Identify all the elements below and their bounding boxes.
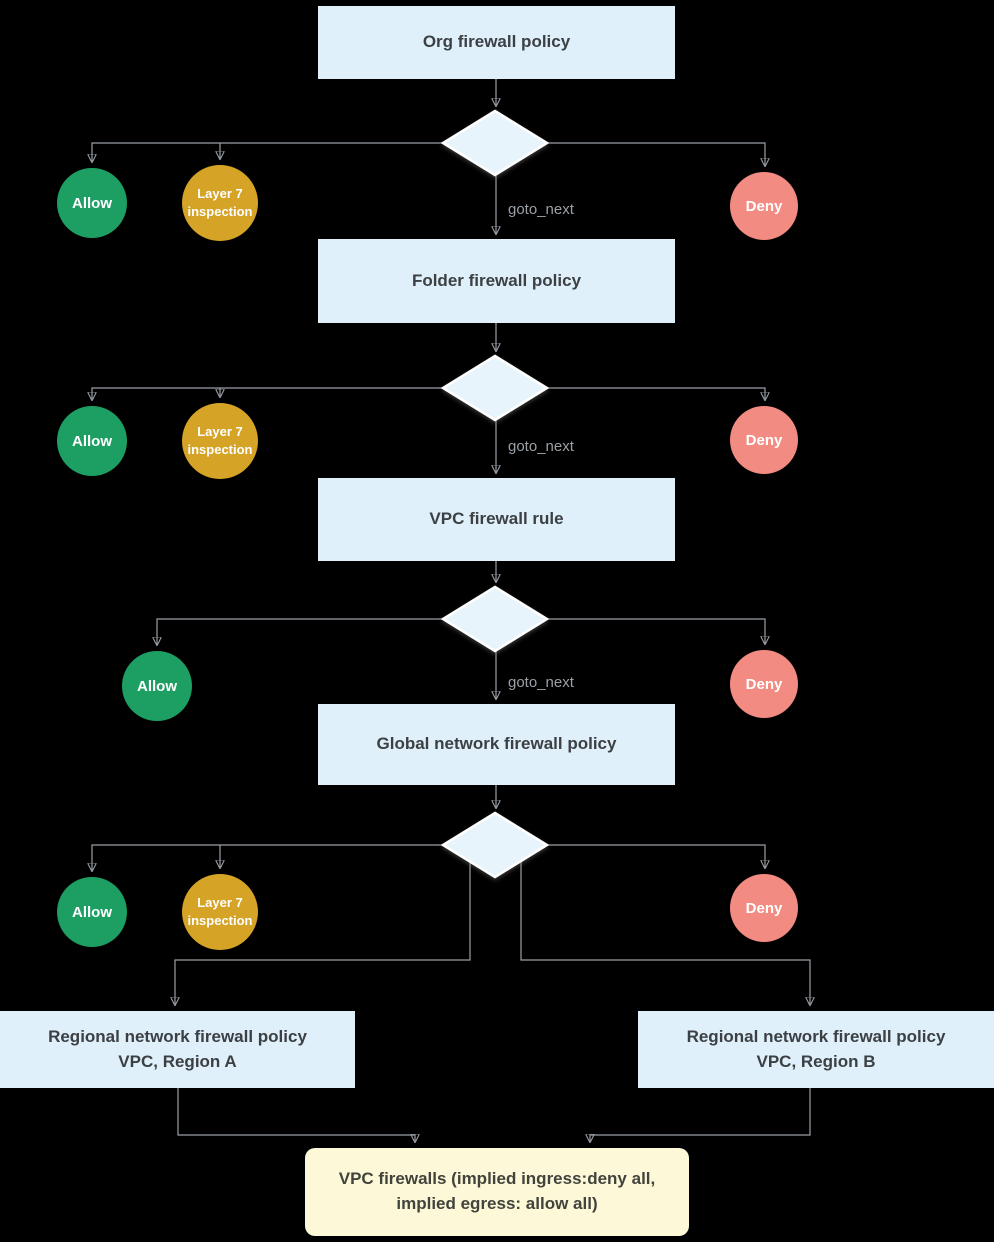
deny-badge: Deny [730,650,798,718]
node-regional-firewall-policy-a: Regional network firewall policy VPC, Re… [0,1011,355,1088]
allow-label: Allow [137,677,177,695]
allow-badge: Allow [57,877,127,947]
deny-badge: Deny [730,874,798,942]
connector [547,844,765,867]
deny-badge: Deny [730,406,798,474]
node-label-line2: implied egress: allow all) [396,1194,598,1213]
node-vpc-firewall-rule: VPC firewall rule [318,478,675,561]
goto-next-label: goto_next [508,438,574,455]
deny-label: Deny [745,197,783,215]
node-label: Global network firewall policy [376,734,617,754]
node-label: Org firewall policy [422,32,571,52]
node-regional-firewall-policy-b: Regional network firewall policy VPC, Re… [638,1011,994,1088]
layer7-inspection-badge: Layer 7 inspection [182,165,258,241]
deny-label: Deny [745,899,783,917]
deny-label: Deny [745,675,783,693]
allow-badge: Allow [57,406,127,476]
layer7-inspection-badge: Layer 7 inspection [182,403,258,479]
decision-diamond-global [440,811,550,879]
decision-diamond-folder [440,354,550,422]
connector [590,1088,811,1141]
node-label: Folder firewall policy [411,270,582,290]
node-label-line2: VPC, Region B [756,1051,876,1071]
node-label-line2: VPC, Region A [118,1051,237,1071]
goto-next-label: goto_next [508,201,574,218]
node-global-network-firewall-policy: Global network firewall policy [318,704,675,785]
node-org-firewall-policy: Org firewall policy [318,6,675,79]
layer7-label-line2: inspection [187,442,253,457]
layer7-label-line1: Layer 7 [197,186,243,202]
layer7-label-line2: inspection [187,913,253,928]
connector [520,861,810,1004]
node-label-line1: Regional network firewall policy [686,1026,946,1046]
layer7-label-line1: Layer 7 [197,895,243,911]
connector [92,142,443,161]
connector [547,142,765,165]
decision-diamond-vpc-rule [440,585,550,653]
connector [92,387,443,399]
goto-next-label: goto_next [508,674,574,691]
node-label-line1: VPC firewalls (implied ingress:deny all, [338,1169,656,1189]
layer7-label-line1: Layer 7 [197,424,243,440]
connector [157,618,443,644]
connector [175,861,471,1004]
allow-label: Allow [72,432,112,450]
node-vpc-firewalls-implied: VPC firewalls (implied ingress:deny all,… [305,1148,689,1236]
deny-label: Deny [745,431,783,449]
node-folder-firewall-policy: Folder firewall policy [318,239,675,323]
decision-diamond-org [440,109,550,177]
layer7-label-line2: inspection [187,204,253,219]
node-label-line1: Regional network firewall policy [48,1026,307,1046]
layer7-inspection-badge: Layer 7 inspection [182,874,258,950]
allow-badge: Allow [57,168,127,238]
deny-badge: Deny [730,172,798,240]
connector [547,387,765,399]
connector [92,844,443,870]
allow-badge: Allow [122,651,192,721]
node-label: VPC firewall rule [429,509,564,529]
connector [177,1088,415,1141]
allow-label: Allow [72,903,112,921]
connector [547,618,765,643]
allow-label: Allow [72,194,112,212]
